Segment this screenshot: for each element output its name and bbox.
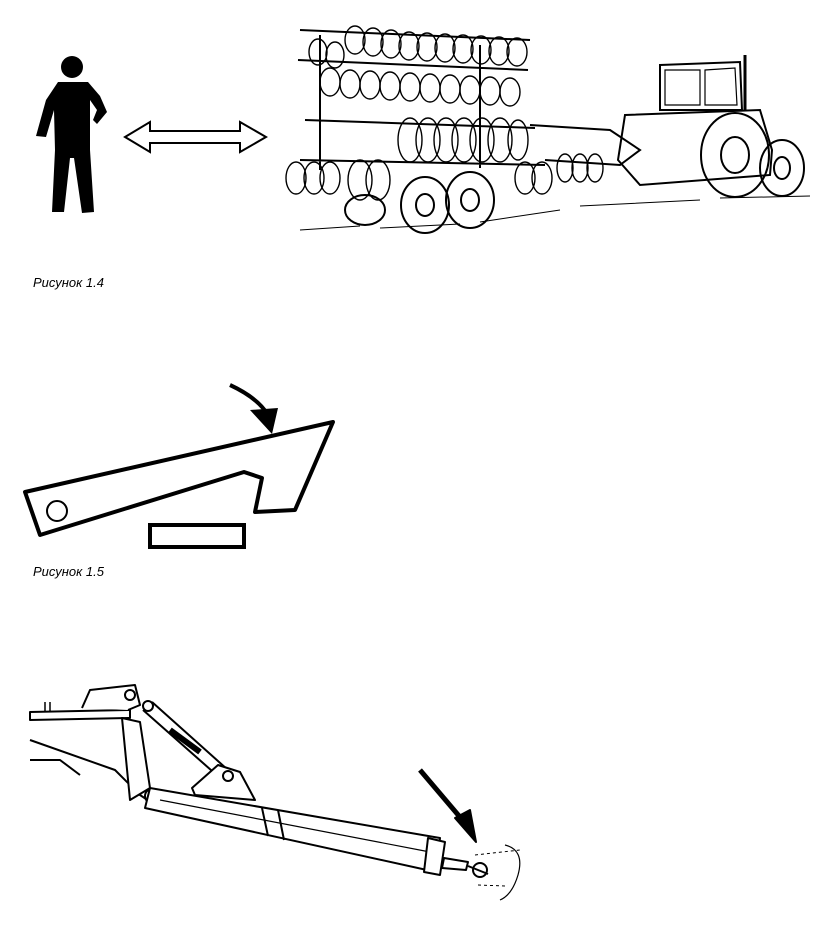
hook-shape — [23, 420, 335, 537]
figure-1-5 — [0, 370, 400, 560]
figure-caption-1-4: Рисунок 1.4 — [33, 275, 104, 290]
person-icon — [36, 56, 107, 213]
pivot-hole — [46, 500, 68, 522]
figure-caption-1-5: Рисунок 1.5 — [33, 564, 104, 579]
block-shape — [148, 523, 246, 549]
figure-1-5-drawing — [23, 383, 335, 549]
figure-drawbar — [0, 660, 560, 920]
tractor-harrow-illustration — [285, 25, 811, 234]
drawbar-drawing — [29, 684, 521, 901]
arrow-icon — [229, 383, 278, 434]
figure-1-4-drawing — [36, 25, 811, 234]
double-arrow-icon — [123, 120, 269, 154]
figure-1-4 — [0, 0, 819, 250]
